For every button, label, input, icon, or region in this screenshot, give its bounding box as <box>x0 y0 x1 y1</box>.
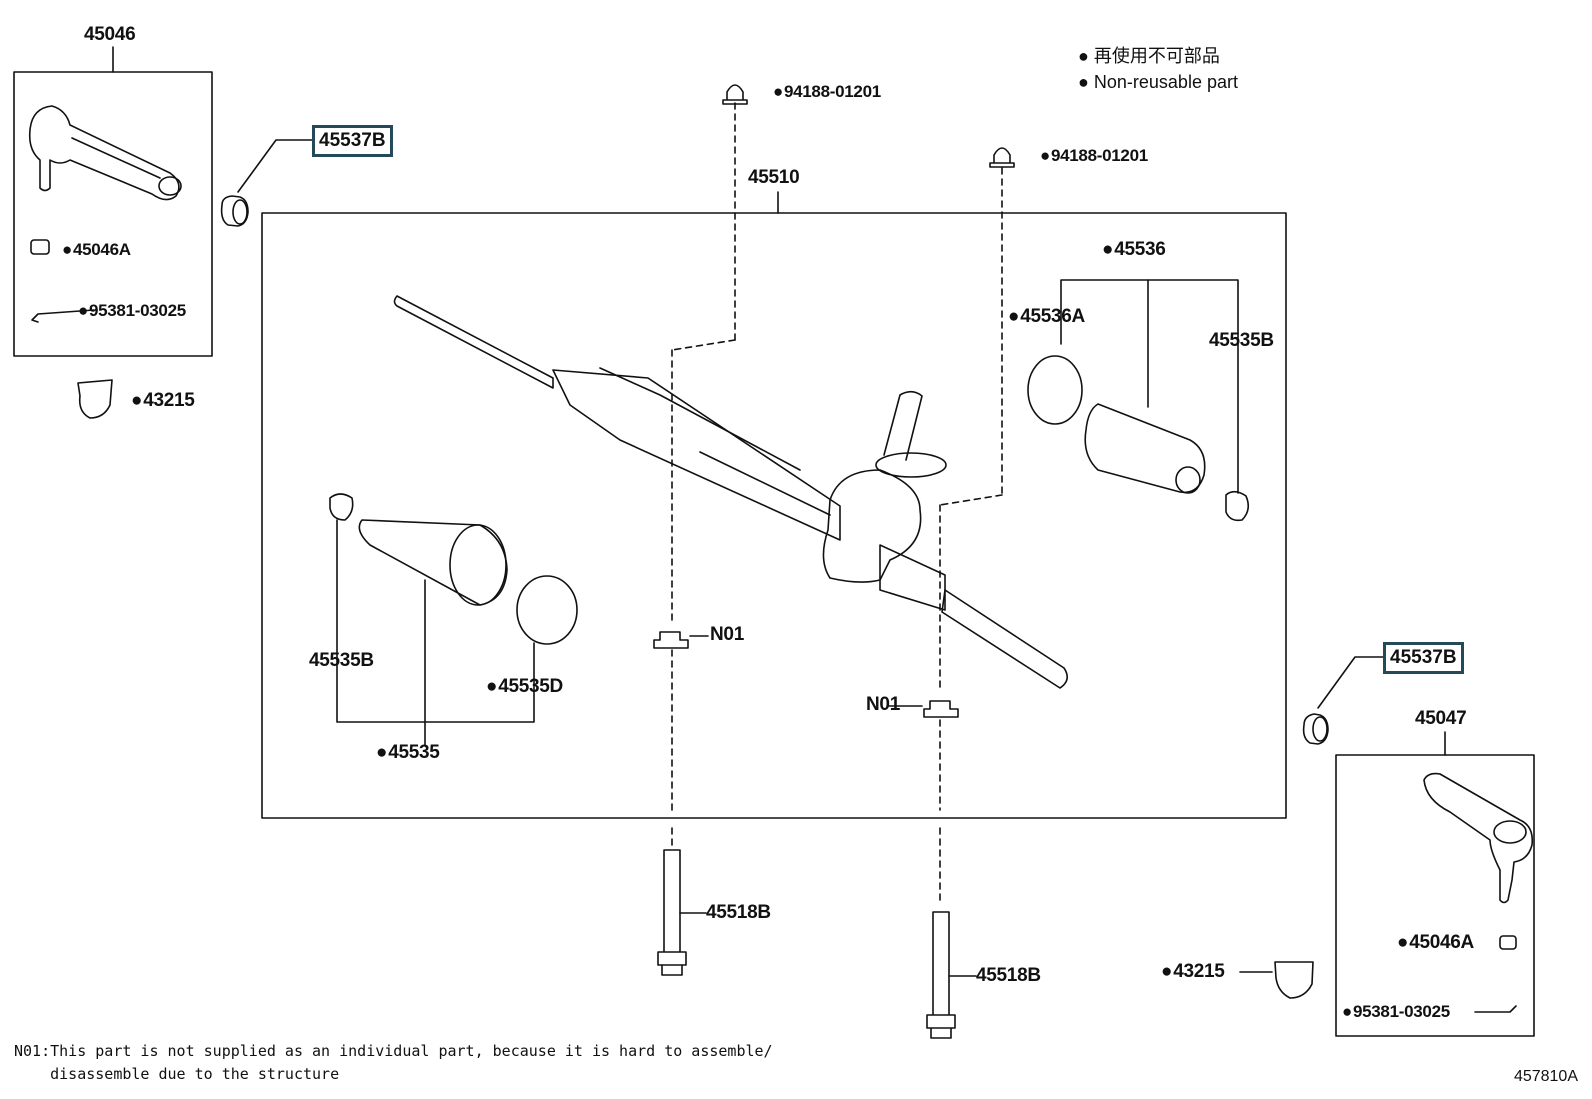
highlight-45537b-top[interactable]: 45537B <box>312 125 393 157</box>
label-45047: 45047 <box>1415 708 1467 729</box>
label-45536: 45536 <box>1102 240 1166 260</box>
label-95381-lh: 95381-03025 <box>78 301 186 321</box>
label-94188-left: 94188-01201 <box>773 82 881 102</box>
footnote-line2: disassemble due to the structure <box>14 1065 340 1083</box>
highlight-45537b-right[interactable]: 45537B <box>1383 642 1464 674</box>
footnote-line1: N01:This part is not supplied as an indi… <box>14 1042 773 1060</box>
label-94188-right: 94188-01201 <box>1040 146 1148 166</box>
bullet-icon: ● <box>1078 46 1089 66</box>
legend: ● 再使用不可部品 ● Non-reusable part <box>1078 43 1238 95</box>
label-45535d: 45535D <box>486 677 563 697</box>
gear-assembly-box <box>261 212 1287 819</box>
label-n01-left: N01 <box>710 624 744 645</box>
label-45510: 45510 <box>748 167 800 188</box>
illustration-code: 457810A <box>1513 1068 1578 1085</box>
legend-line-en: ● Non-reusable part <box>1078 72 1238 92</box>
bullet-icon: ● <box>1078 72 1089 92</box>
footnote: N01:This part is not supplied as an indi… <box>14 1040 773 1086</box>
legend-line-jp: ● 再使用不可部品 <box>1078 46 1220 66</box>
label-45046a-rh: 45046A <box>1397 933 1474 953</box>
label-45535b-lh: 45535B <box>309 650 374 671</box>
label-45518b-left: 45518B <box>706 902 771 923</box>
label-45046a-lh: 45046A <box>62 240 131 260</box>
label-n01-right: N01 <box>866 694 900 715</box>
label-43215-lh: 43215 <box>131 391 195 411</box>
label-45535b-rh: 45535B <box>1209 330 1274 351</box>
label-45536a: 45536A <box>1008 307 1085 327</box>
tie-rod-end-rh-box <box>1335 754 1535 1037</box>
label-45518b-right: 45518B <box>976 965 1041 986</box>
label-43215-rh: 43215 <box>1161 962 1225 982</box>
label-95381-rh: 95381-03025 <box>1342 1002 1450 1022</box>
label-45535: 45535 <box>376 743 440 763</box>
label-45046: 45046 <box>84 24 136 45</box>
